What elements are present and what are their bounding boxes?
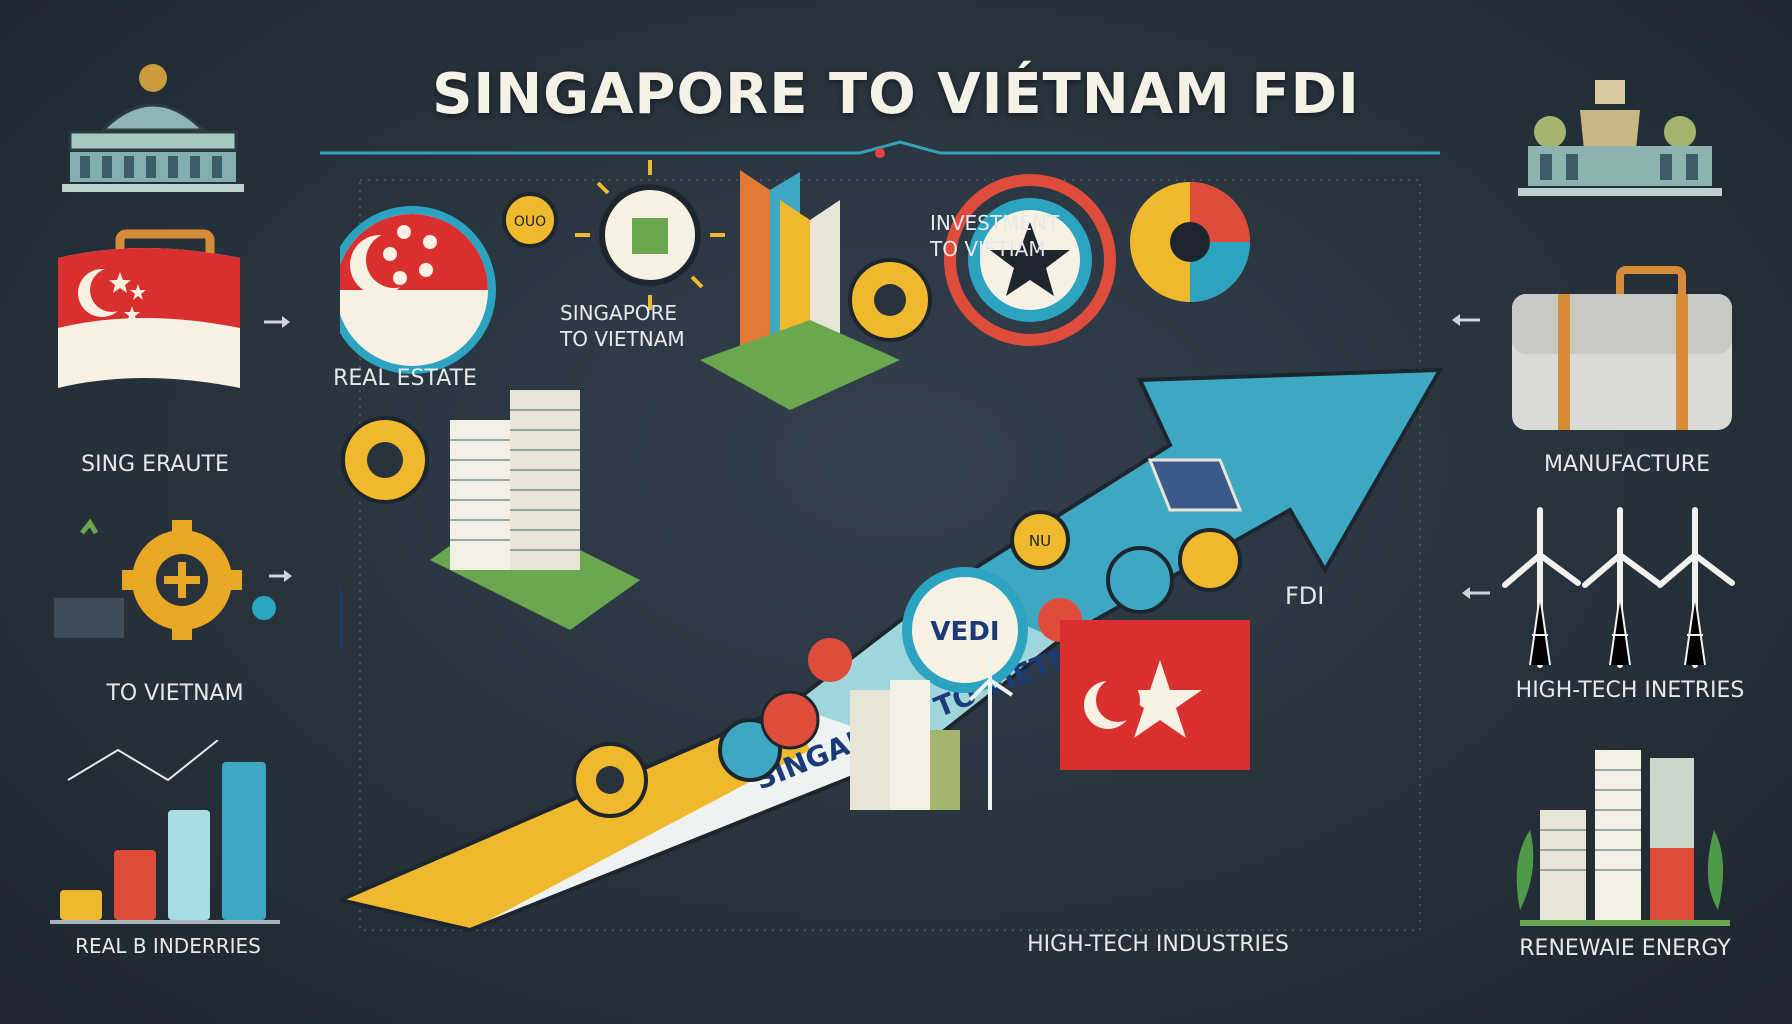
fdi-label: FDI <box>1285 582 1325 610</box>
skyscraper-icon <box>700 170 900 410</box>
right-label-2: HIGH-TECH INETRIES <box>1515 678 1745 703</box>
coin-icon <box>502 192 558 248</box>
star-target-icon <box>944 174 1116 346</box>
svg-text:VEDI: VEDI <box>930 617 999 647</box>
left-label-1: SING ERAUTE <box>81 452 229 477</box>
government-building-icon <box>62 64 244 192</box>
investment-label: INVESTMENT TO VIETIAM <box>930 211 1060 261</box>
title-divider <box>320 140 1440 158</box>
bar-chart-icon <box>50 740 280 924</box>
compass-icon <box>575 160 725 310</box>
red-flag-icon <box>1060 620 1250 770</box>
building-icon <box>1516 750 1730 926</box>
pie-chart-icon <box>1130 182 1250 302</box>
center-illustration: SINGAPORE TO VIETNAM OUO <box>340 160 1444 933</box>
real-estate-label: REAL ESTATE <box>333 366 477 391</box>
singapore-to-vietnam-label: SINGAPORE TO VIETNAM <box>560 301 685 351</box>
singapore-circle-icon <box>340 206 496 374</box>
wind-turbine-icon <box>1462 507 1735 668</box>
svg-text:OUO: OUO <box>514 214 546 230</box>
bottom-building-icon <box>850 660 1014 810</box>
businessman-icon <box>340 588 342 648</box>
right-label-1: MANUFACTURE <box>1544 452 1710 477</box>
high-tech-label: HIGH-TECH INDUSTRIES <box>1027 932 1289 957</box>
svg-text:NU: NU <box>1029 532 1051 550</box>
singapore-flag-icon <box>58 229 290 388</box>
gear-icon <box>54 518 292 640</box>
temple-icon <box>1518 80 1722 196</box>
left-label-2: TO VIETNAM <box>106 681 244 706</box>
office-building-icon <box>430 390 640 630</box>
solar-panel-icon <box>1147 458 1243 512</box>
briefcase-icon <box>1452 266 1732 430</box>
vedi-badge-icon <box>902 567 1028 693</box>
left-label-3: REAL B INDERRIES <box>75 934 261 958</box>
right-label-3: RENEWAIE ENERGY <box>1519 936 1731 961</box>
page-title: SINGAPORE TO VIÉTNAM FDI <box>432 62 1360 127</box>
